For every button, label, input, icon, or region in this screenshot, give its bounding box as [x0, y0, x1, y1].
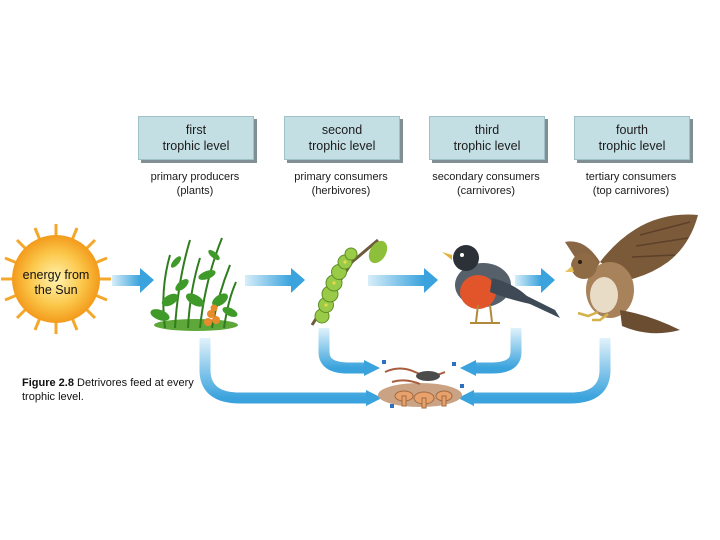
level-title: first: [185, 123, 207, 137]
role-example: (carnivores): [456, 185, 516, 197]
level-title: fourth: [616, 123, 648, 137]
level-role-fourth: tertiary consumers (top carnivores): [561, 170, 701, 198]
sun-label: energy from the Sun: [14, 268, 98, 298]
level-box-first: first trophic level: [138, 116, 254, 160]
level-subtitle: trophic level: [453, 139, 521, 153]
arrow-carnivores-to-detritivores: [474, 328, 522, 374]
arrow-herbivores-to-carnivores: [368, 268, 438, 293]
figure-label: Figure 2.8: [22, 377, 74, 389]
level-subtitle: trophic level: [598, 139, 666, 153]
figure-caption: Figure 2.8 Detrivores feed at every trop…: [22, 376, 212, 404]
sun-label-line2: the Sun: [34, 283, 78, 297]
level-subtitle: trophic level: [162, 139, 230, 153]
level-subtitle: trophic level: [308, 139, 376, 153]
level-role-first: primary producers (plants): [125, 170, 265, 198]
role-example: (herbivores): [311, 185, 371, 197]
plants-icon: [150, 237, 238, 331]
role-label: primary consumers: [294, 171, 388, 183]
level-box-third: third trophic level: [429, 116, 545, 160]
role-example: (top carnivores): [592, 185, 670, 197]
arrow-plants-to-herbivores: [245, 268, 305, 293]
level-title: third: [474, 123, 500, 137]
role-label: tertiary consumers: [585, 171, 677, 183]
sun-icon: [1, 224, 111, 334]
level-role-third: secondary consumers (carnivores): [416, 170, 556, 198]
level-title: second: [321, 123, 363, 137]
detritivores-icon: [378, 360, 464, 409]
caterpillar-icon: [310, 238, 388, 326]
energy-arrows: [112, 268, 555, 293]
role-label: primary producers: [150, 171, 240, 183]
caption-text: Detrivores feed at every trophic level.: [22, 377, 194, 403]
arrow-sun-to-plants: [112, 268, 154, 293]
arrow-top-to-detritivores: [472, 338, 611, 404]
arrow-herbivores-to-detritivores: [318, 328, 366, 374]
level-role-second: primary consumers (herbivores): [271, 170, 411, 198]
arrow-carnivores-to-top: [515, 268, 555, 293]
arrow-plants-to-detritivores: [199, 338, 368, 404]
detritus-arrows: [199, 328, 611, 406]
level-box-fourth: fourth trophic level: [574, 116, 690, 160]
level-box-second: second trophic level: [284, 116, 400, 160]
robin-icon: [442, 245, 560, 324]
hawk-icon: [565, 214, 698, 334]
role-example: (plants): [176, 185, 214, 197]
sun-label-line1: energy from: [22, 268, 90, 282]
role-label: secondary consumers: [432, 171, 540, 183]
